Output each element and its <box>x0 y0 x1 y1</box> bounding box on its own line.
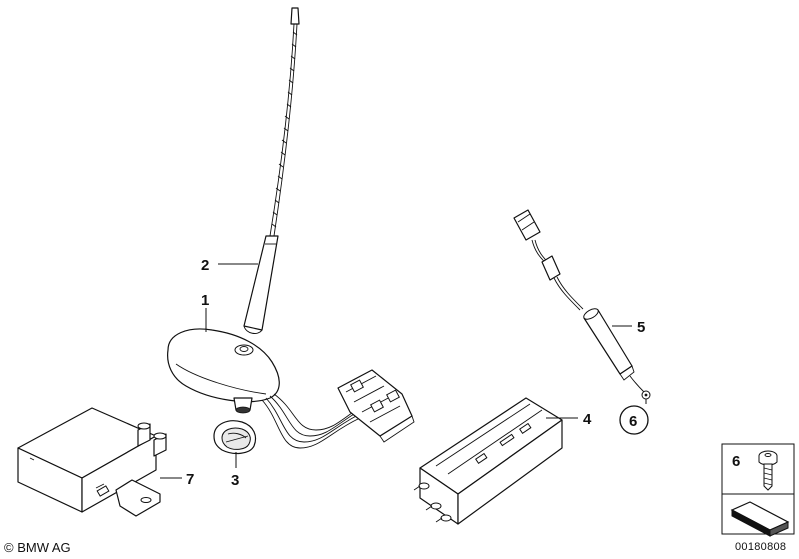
legend-callout-6: 6 <box>732 453 740 470</box>
control-unit-part-7 <box>17 407 167 517</box>
view-arrow-icon <box>730 501 790 537</box>
wiring-lead-part-5 <box>513 209 651 400</box>
callout-5: 5 <box>637 319 645 336</box>
leader-lines <box>160 263 647 479</box>
legend-screw-box: 6 <box>721 443 795 495</box>
screw-icon <box>758 450 778 491</box>
callout-3: 3 <box>231 472 239 489</box>
antenna-rod-part-2 <box>243 7 300 334</box>
legend-arrow-box <box>721 493 795 537</box>
callout-2: 2 <box>201 257 209 274</box>
copyright-text: © BMW AG <box>4 540 71 555</box>
callout-4: 4 <box>583 411 592 428</box>
antenna-base-part-1 <box>167 328 415 449</box>
grommet-part-3 <box>213 420 257 455</box>
amplifier-part-4 <box>413 397 563 525</box>
callout-6: 6 <box>629 413 637 430</box>
drawing-number: 00180808 <box>735 541 787 553</box>
callout-7: 7 <box>186 471 194 488</box>
callout-6-circle: 6 <box>619 405 649 435</box>
callout-1: 1 <box>201 292 209 309</box>
